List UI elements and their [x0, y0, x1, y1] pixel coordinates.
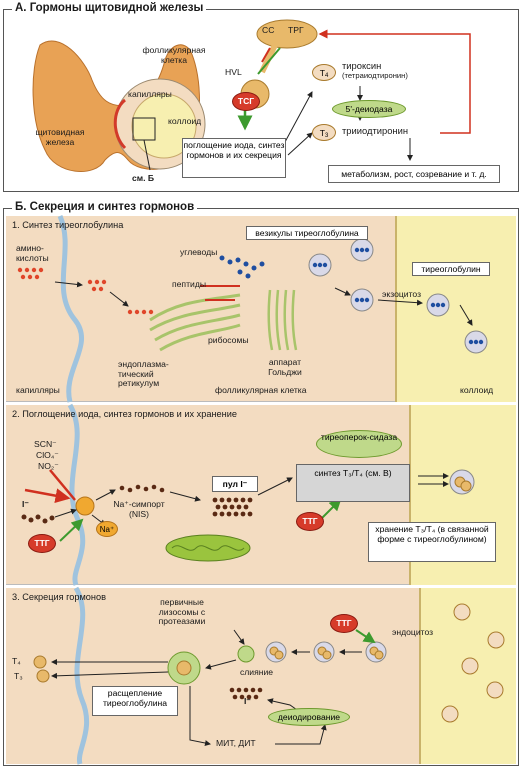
ion-scn: SCN⁻	[34, 439, 57, 449]
follicular-cell-label: фолликулярная клетка	[142, 45, 206, 65]
follicle-colloid	[131, 93, 197, 159]
amino-acid-dots-cell	[87, 279, 154, 315]
ttg-badge-2b: ТТГ	[296, 512, 324, 531]
endoplasmic-reticulum	[149, 293, 241, 352]
iodide-dots-outside	[21, 514, 55, 524]
symporter	[75, 496, 95, 516]
section-b-title: Б. Секреция и синтез гормонов	[12, 201, 198, 213]
thyroglobulin-label: тиреоглобулин	[412, 262, 490, 276]
colloid-droplets	[441, 603, 505, 723]
see-b-label: см. Б	[132, 173, 155, 183]
mit-dit-label: МИТ, ДИТ	[216, 738, 256, 748]
golgi-apparatus	[267, 289, 298, 351]
capillaries-label-b: капилляры	[16, 385, 60, 395]
peroxidase-oval: тиреоперок-сидаза	[316, 430, 402, 458]
iodide-pool-label: пул I⁻	[212, 476, 258, 492]
effects-box: метаболизм, рост, созревание и т. д.	[328, 165, 500, 183]
symport-label: Na⁺-симпорт (NIS)	[113, 499, 165, 519]
ttg-badge-2: ТТГ	[28, 534, 56, 553]
t3-out-label: T₃	[14, 671, 23, 681]
basal-membrane-2	[67, 403, 86, 586]
panel-1-colloid	[396, 216, 516, 402]
endocytosis-label: эндоцитоз	[392, 627, 434, 637]
fusion-label: слияние	[240, 667, 274, 677]
deiodase-oval: 5'-деиодаза	[332, 100, 406, 118]
peptides-label: пептиды	[172, 279, 207, 289]
ss-label: СС	[262, 25, 275, 35]
colloid-label-b: коллоид	[460, 385, 494, 395]
part3-title: 3. Секреция гормонов	[12, 592, 106, 602]
iodide-recycle-dots	[229, 687, 263, 700]
colloid-label: коллоид	[168, 116, 202, 126]
na-ion: Na⁺	[96, 521, 118, 537]
golgi-label: аппарат Гольджи	[268, 357, 302, 377]
t4-circle: T4	[312, 64, 336, 81]
iodide-label: I⁻	[22, 499, 29, 509]
hypothalamus	[256, 19, 318, 49]
released-t3	[36, 669, 50, 683]
iodide-label-3: I⁻	[244, 696, 251, 706]
follicular-cell-label-b: фолликулярная клетка	[215, 385, 307, 395]
deiodination-oval: деиодирование	[268, 708, 350, 726]
basal-membrane-3	[73, 586, 90, 765]
part2-title: 2. Поглощение иода, синтез гормонов и их…	[12, 409, 237, 419]
amino-acids-label: амино-кислоты	[16, 243, 49, 263]
lysosome	[237, 645, 255, 663]
carbohydrate-dots	[219, 255, 265, 279]
capillary	[113, 98, 127, 150]
exocytosis-label: экзоцитоз	[382, 289, 422, 299]
section-a-title: A. Гормоны щитовидной железы	[12, 2, 207, 14]
t4-out-label: T₄	[12, 656, 21, 666]
amino-acid-dots	[17, 267, 44, 280]
thyroxine-label: тироксин	[342, 60, 382, 71]
ion-clo4: ClO₄⁻	[36, 450, 59, 460]
uptake-box: поглощение иода, синтез гормонов и их се…	[182, 138, 286, 178]
carbohydrates-label: углеводы	[180, 247, 218, 257]
ribosomes-label: рибосомы	[208, 335, 249, 345]
ttg-badge-3: ТТГ	[330, 614, 358, 633]
thyroid-label: щитовидная железа	[35, 127, 85, 147]
vesicles-label: везикулы тиреоглобулина	[246, 226, 368, 240]
capillaries-label: капилляры	[128, 89, 172, 99]
hvl-label: HVL	[225, 67, 242, 77]
trg-label: ТРГ	[288, 25, 304, 35]
tsg-badge: ТСГ	[232, 92, 260, 111]
storage-box: хранение T₃/T₄ (в связанной форме с тире…	[368, 522, 496, 562]
ion-no2: NO₂⁻	[38, 461, 59, 471]
thyroxine-note: (тетраиодтиронин)	[342, 71, 408, 80]
er-label: эндоплазма-тический ретикулум	[118, 359, 169, 389]
iodide-pool	[212, 497, 253, 517]
t3-circle: T3	[312, 124, 336, 141]
released-t4	[33, 655, 47, 669]
triiodothyronine-label: трииодтиронин	[342, 125, 409, 136]
basal-membrane-1	[57, 214, 84, 403]
part1-title: 1. Синтез тиреоглобулина	[12, 220, 124, 230]
cleavage-box: расщепление тиреоглобулина	[92, 686, 178, 716]
iodide-dots-cell	[119, 484, 165, 493]
synthesis-box: синтез T₃/T₄ (см. В)	[296, 464, 410, 502]
lysosomes-label: первичные лизосомы с протеазами	[158, 597, 206, 627]
